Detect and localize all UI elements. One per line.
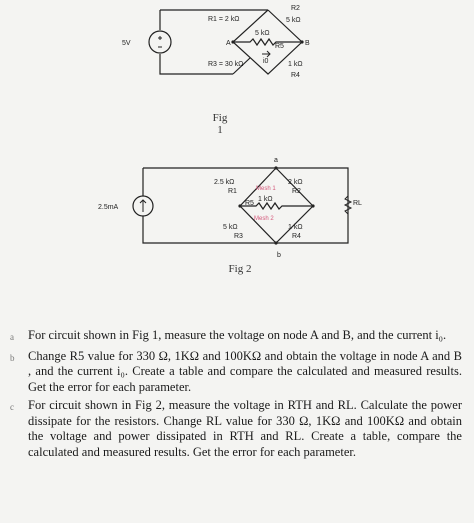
fig2-mesh1-label: Mesh 1 [256,186,276,192]
question-marker: a [10,332,14,342]
fig2-rl-label: RL [353,200,362,207]
fig1-r3-label: R3 = 30 kΩ [208,61,243,68]
fig2-r5-value: 1 kΩ [258,196,273,203]
fig1-r5-value: 5 kΩ [255,30,270,37]
question-text: Change R5 value for 330 Ω, 1KΩ and 100KΩ… [28,348,462,394]
question-marker: c [10,402,14,412]
fig2-node-bottom: b [277,252,281,259]
fig1-r1-label: R1 = 2 kΩ [208,16,240,23]
fig1-r4-value: 1 kΩ [288,61,303,68]
fig2-r3-value: 5 kΩ [223,224,238,231]
fig1-source-label: 5V [122,40,131,47]
fig1-r2-name: R2 [291,5,300,12]
fig2-r2-value: 2 kΩ [288,179,303,186]
fig1-node-b: B [305,40,310,47]
question-text: For circuit shown in Fig 2, measure the … [28,398,462,459]
fig2-r4-value: 1 kΩ [288,224,303,231]
fig1-r2-value: 5 kΩ [286,17,301,24]
fig1-r4-name: R4 [291,72,300,79]
fig2-r1-name: R1 [228,188,237,195]
question-marker: b [10,352,15,363]
fig2-node-top: a [274,157,278,164]
question-item: c For circuit shown in Fig 2, measure th… [10,398,462,460]
fig1-caption-line1: Fig [212,112,228,124]
question-item: a For circuit shown in Fig 1, measure th… [10,328,462,346]
question-item: b Change R5 value for 330 Ω, 1KΩ and 100… [10,349,462,396]
fig2-r3-name: R3 [234,233,243,240]
fig2-caption: Fig 2 [228,263,252,275]
circuit-figures: 5V R1 = 2 kΩ R2 5 kΩ 5 kΩ R5 A B i0 R3 =… [98,5,362,259]
fig1-circuit [148,9,303,75]
fig1-caption: Fig 1 [190,112,250,136]
fig1-node-a: A [226,40,231,47]
fig2-nodes [238,166,315,245]
fig2-mesh2-label: Mesh 2 [254,216,274,222]
fig1-current-label: i0 [263,58,269,65]
fig1-r5-name: R5 [275,43,284,50]
question-text: For circuit shown in Fig 1, measure the … [28,328,447,342]
fig2-r2-name: R2 [292,188,301,195]
fig2-r4-name: R4 [292,233,301,240]
fig1-nodes [231,40,304,44]
fig1-caption-line2: 1 [217,124,223,136]
fig2-source-label: 2.5mA [98,204,119,211]
fig2-r1-value: 2.5 kΩ [214,179,234,186]
question-list: a For circuit shown in Fig 1, measure th… [10,328,462,463]
fig2-r5-name: R5 [245,200,254,207]
